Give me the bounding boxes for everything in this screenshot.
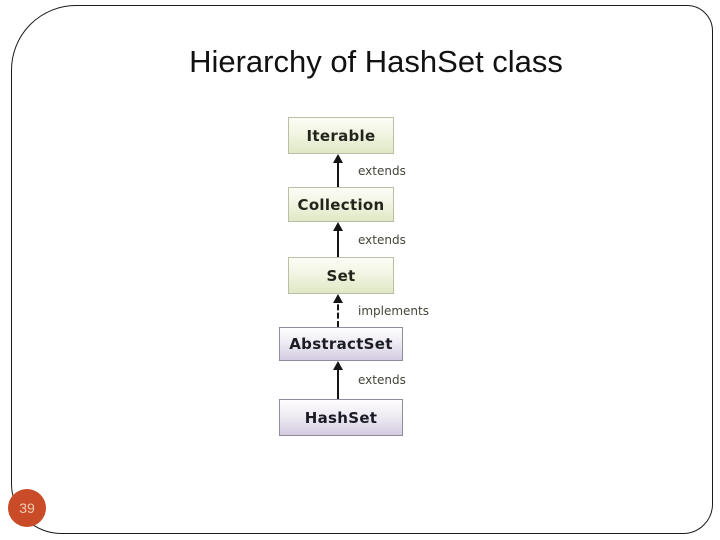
slide-title: Hierarchy of HashSet class: [189, 44, 563, 79]
arrow-line: [337, 224, 339, 257]
class-node-label: AbstractSet: [289, 335, 393, 353]
edge-abstractset-implements-set: implements: [278, 294, 429, 327]
arrow-line: [337, 156, 339, 187]
arrow-up-icon: [333, 361, 343, 370]
arrow-line: [337, 363, 339, 399]
arrow-line: [337, 296, 339, 327]
class-node-collection: Collection: [288, 187, 394, 222]
arrow-up-icon: [333, 294, 343, 303]
edge-set-extends-collection: extends: [278, 222, 406, 257]
class-node-label: Collection: [297, 195, 385, 214]
arrow-up-icon: [333, 154, 343, 163]
edge-hashset-extends-abstractset: extends: [278, 361, 406, 399]
class-node-abstractset: AbstractSet: [279, 327, 403, 361]
class-node-label: Set: [326, 266, 356, 285]
edge-label: extends: [358, 163, 406, 178]
class-node-label: Iterable: [306, 126, 376, 145]
class-node-label: HashSet: [304, 408, 378, 427]
hashset-hierarchy-diagram: Iterable extends Collection extends Set …: [278, 117, 429, 436]
edge-label: extends: [358, 373, 406, 387]
class-node-hashset: HashSet: [279, 399, 403, 436]
edge-label: implements: [358, 303, 429, 318]
edge-label: extends: [358, 232, 406, 247]
arrow-up-icon: [333, 222, 343, 231]
page-number-badge: 39: [8, 489, 46, 527]
class-node-iterable: Iterable: [288, 117, 394, 154]
page-number: 39: [19, 500, 35, 516]
class-node-set: Set: [288, 257, 394, 294]
edge-collection-extends-iterable: extends: [278, 154, 406, 187]
